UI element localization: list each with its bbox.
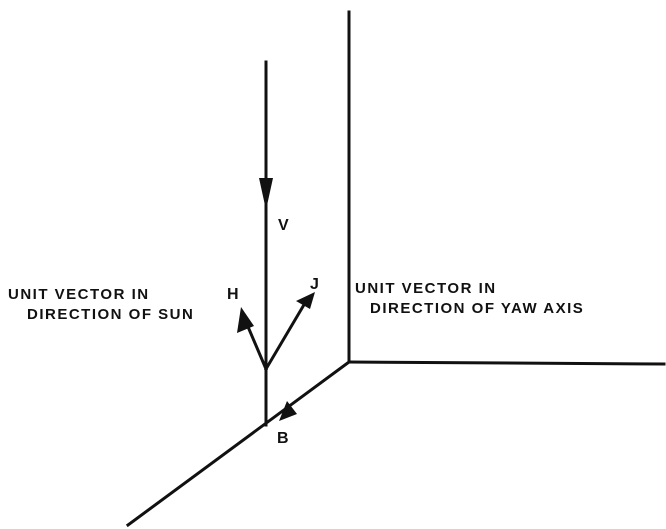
vector-h-label: H — [227, 286, 239, 303]
yaw-annotation-line1: UNIT VECTOR IN — [355, 280, 497, 297]
vector-j-arrowhead — [296, 292, 315, 309]
vector-h-arrowhead — [237, 307, 254, 333]
vector-b-arrowhead — [279, 401, 297, 421]
sun-annotation-line1: UNIT VECTOR IN — [8, 286, 150, 303]
yaw-annotation-line2: DIRECTION OF YAW AXIS — [370, 300, 585, 317]
vector-j-label: J — [310, 276, 319, 293]
vector-v-label: V — [278, 217, 289, 234]
vector-h-line — [244, 320, 268, 371]
sun-annotation-line2: DIRECTION OF SUN — [27, 306, 195, 323]
vector-v-arrowhead — [259, 178, 273, 210]
vector-j-line — [263, 300, 308, 372]
wall-horizontal-edge — [347, 360, 666, 366]
floor-diagonal-edge — [125, 359, 352, 528]
vector-b-label: B — [277, 430, 289, 447]
